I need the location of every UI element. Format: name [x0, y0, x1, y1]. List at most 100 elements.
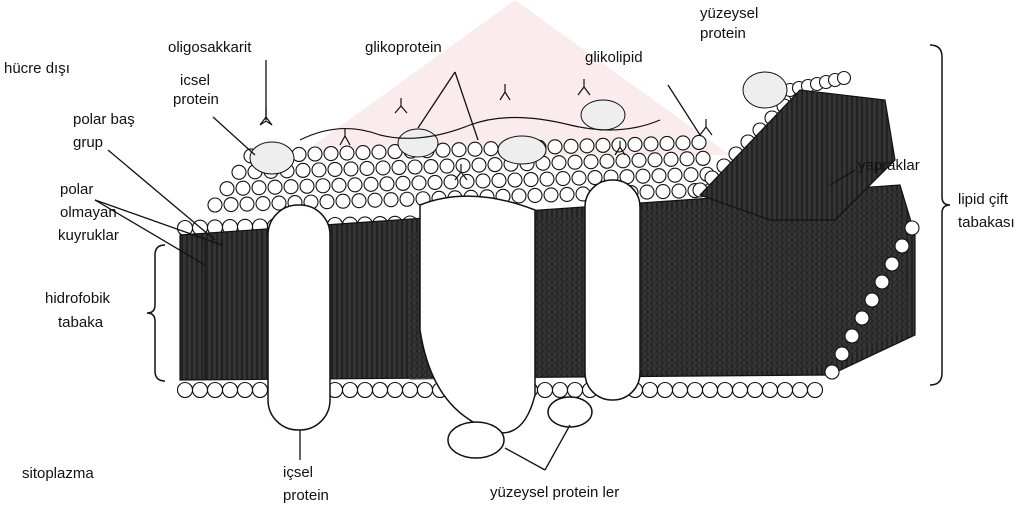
lipid-head — [528, 188, 542, 202]
lipid-head — [580, 139, 594, 153]
lipid-head — [564, 139, 578, 153]
lipid-head — [672, 184, 686, 198]
lipid-head — [428, 175, 442, 189]
lipid-head — [684, 168, 698, 182]
lipid-head — [340, 146, 354, 160]
lipid-head — [356, 146, 370, 160]
lipid-head — [648, 153, 662, 167]
lipid-head — [220, 182, 234, 196]
integral-protein-left — [268, 205, 330, 430]
lipid-head — [284, 180, 298, 194]
lipid-head — [835, 347, 849, 361]
lipid-head — [673, 383, 688, 398]
lipid-head — [855, 311, 869, 325]
lipid-head — [252, 181, 266, 195]
glycoprotein-blob-left — [250, 142, 294, 174]
watermark-shape — [300, 0, 730, 155]
lipid-head — [636, 169, 650, 183]
lipid-head — [240, 197, 254, 211]
lipid-head — [508, 173, 522, 187]
lipid-head — [596, 138, 610, 152]
lipid-head — [552, 156, 566, 170]
lipid-head — [368, 193, 382, 207]
label-integral-top-1: icsel — [180, 72, 210, 89]
lipid-head — [556, 172, 570, 186]
label-polar-head-2: grup — [73, 134, 103, 151]
lipid-head — [484, 142, 498, 156]
lipid-head — [476, 174, 490, 188]
lipid-head — [612, 138, 626, 152]
label-bilayer-2: tabakası — [958, 214, 1015, 231]
lipid-head — [905, 221, 919, 235]
lipid-head — [808, 383, 823, 398]
lipid-head — [392, 160, 406, 174]
label-hydrophobic-2: tabaka — [58, 314, 104, 331]
label-leaflets: yapraklar — [858, 157, 920, 174]
lipid-head — [236, 181, 250, 195]
lipid-head — [676, 136, 690, 150]
lipid-head — [444, 175, 458, 189]
glycoprotein-blob-center — [498, 136, 546, 164]
lipid-head — [328, 162, 342, 176]
lipid-head — [372, 145, 386, 159]
lipid-head — [336, 194, 350, 208]
lipid-head — [424, 160, 438, 174]
peripheral-protein-top — [743, 72, 787, 108]
lipid-head — [238, 383, 253, 398]
lipid-head — [440, 159, 454, 173]
peripheral-protein-bottom-right — [548, 397, 592, 427]
lipid-head — [360, 161, 374, 175]
lipid-head — [358, 383, 373, 398]
lipid-head — [468, 142, 482, 156]
lipid-head — [568, 155, 582, 169]
lipid-head — [320, 195, 334, 209]
lipid-head — [343, 383, 358, 398]
lipid-head — [408, 160, 422, 174]
label-outside: hücre dışı — [4, 60, 70, 77]
integral-protein-right — [585, 180, 640, 400]
lipid-head — [628, 137, 642, 151]
lipid-head — [352, 194, 366, 208]
label-polar-head-1: polar baş — [73, 111, 135, 128]
lipid-head — [452, 143, 466, 157]
label-glycolipid: glikolipid — [585, 49, 643, 66]
lipid-head — [380, 177, 394, 191]
label-integral-bottom-2: protein — [283, 487, 329, 504]
lipid-head — [456, 159, 470, 173]
lipid-head — [692, 135, 706, 149]
lipid-head — [572, 171, 586, 185]
lipid-head — [540, 172, 554, 186]
lipid-head — [223, 383, 238, 398]
lipid-head — [208, 198, 222, 212]
lipid-head — [512, 189, 526, 203]
lipid-head — [696, 151, 710, 165]
lipid-head — [268, 180, 282, 194]
lipid-head — [718, 383, 733, 398]
lipid-head — [300, 179, 314, 193]
label-cytoplasm: sitoplazma — [22, 465, 94, 482]
lipid-head — [232, 165, 246, 179]
lipid-head — [384, 193, 398, 207]
lipid-head — [193, 383, 208, 398]
peripheral-protein-bottom-left — [448, 422, 504, 458]
lipid-head — [544, 188, 558, 202]
lipid-head — [668, 168, 682, 182]
lipid-head — [324, 147, 338, 161]
lipid-head — [224, 198, 238, 212]
lipid-head — [825, 365, 839, 379]
lipid-head — [733, 383, 748, 398]
lipid-head — [664, 152, 678, 166]
lipid-head — [538, 383, 553, 398]
lipid-head — [296, 163, 310, 177]
lipid-head — [875, 275, 889, 289]
lipid-head — [616, 154, 630, 168]
label-nonpolar-2: olmayan — [60, 204, 117, 221]
lipid-head — [344, 162, 358, 176]
lipid-head — [403, 383, 418, 398]
lipid-head — [364, 177, 378, 191]
lipid-head — [312, 163, 326, 177]
lipid-head — [838, 72, 851, 85]
label-oligosaccharide: oligosakkarit — [168, 39, 252, 56]
lipid-head — [644, 137, 658, 151]
